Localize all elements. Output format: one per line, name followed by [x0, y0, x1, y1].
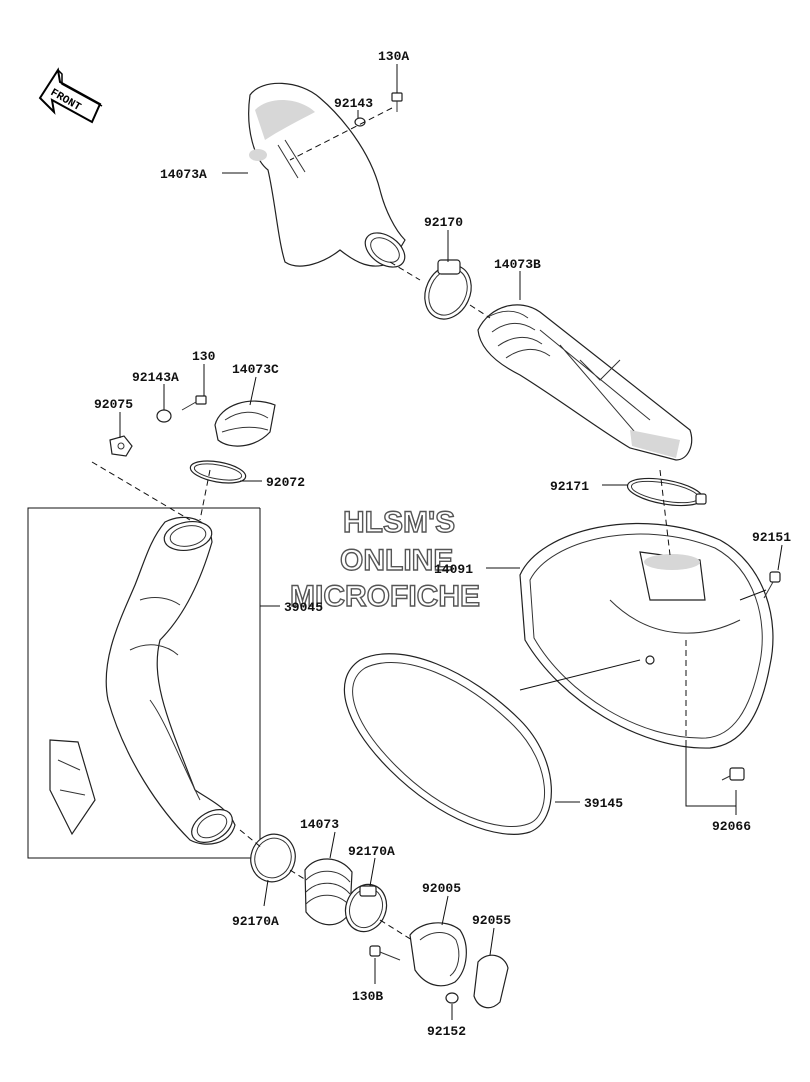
label-14073C: 14073C	[232, 362, 279, 377]
label-92055: 92055	[472, 913, 511, 928]
nut-92152	[445, 992, 459, 1004]
bolt-130B	[369, 945, 401, 961]
band-92072	[189, 460, 247, 484]
duct-assembly-39045-box	[27, 507, 261, 859]
label-92152: 92152	[427, 1024, 466, 1039]
intake-duct-14073B	[477, 304, 693, 461]
clamp-92170A-right	[344, 883, 388, 933]
coupler-14073	[304, 858, 353, 926]
label-39145: 39145	[584, 796, 623, 811]
clamp-92170A-left	[250, 833, 296, 883]
label-92151: 92151	[752, 530, 791, 545]
gasket-92055	[473, 954, 509, 1009]
washer-92143A	[156, 409, 172, 423]
label-39045: 39045	[284, 600, 323, 615]
label-92170A-top: 92170A	[348, 844, 395, 859]
watermark-line-3: MICROFICHE	[290, 580, 480, 613]
label-92072: 92072	[266, 475, 305, 490]
label-130B: 130B	[352, 989, 383, 1004]
label-92075: 92075	[94, 397, 133, 412]
label-130A: 130A	[378, 49, 409, 64]
watermark-line-1: HLSM'S	[343, 506, 455, 539]
clamp-92171	[626, 477, 707, 507]
leader-lines	[119, 64, 783, 1020]
label-92005: 92005	[422, 881, 461, 896]
label-92171: 92171	[550, 479, 589, 494]
alignment-lines	[91, 261, 767, 941]
label-14073B: 14073B	[494, 257, 541, 272]
nut-92075	[109, 435, 133, 457]
watermark-line-2: ONLINE	[340, 544, 453, 577]
part-labels: 130A 92143 14073A 92170 14073B 130 92143…	[94, 49, 791, 1039]
label-92170: 92170	[424, 215, 463, 230]
bolt-130	[181, 395, 207, 411]
label-130: 130	[192, 349, 216, 364]
cover-14091	[519, 522, 774, 749]
bolt-92151	[763, 571, 781, 599]
label-14073A: 14073A	[160, 167, 207, 182]
cap-92005	[409, 922, 467, 987]
label-92143: 92143	[334, 96, 373, 111]
upper-intake-duct-14073A	[248, 82, 406, 268]
label-92170A-bottom: 92170A	[232, 914, 279, 929]
label-92143A: 92143A	[132, 370, 179, 385]
sensor-92066	[721, 767, 745, 781]
label-92066: 92066	[712, 819, 751, 834]
drive-belt-39145	[343, 653, 552, 835]
clamp-92170	[424, 259, 472, 320]
label-14091: 14091	[434, 562, 473, 577]
cap-14073C	[214, 400, 276, 447]
bolt-130A	[391, 92, 403, 112]
label-14073: 14073	[300, 817, 339, 832]
front-arrow-icon	[38, 67, 103, 124]
